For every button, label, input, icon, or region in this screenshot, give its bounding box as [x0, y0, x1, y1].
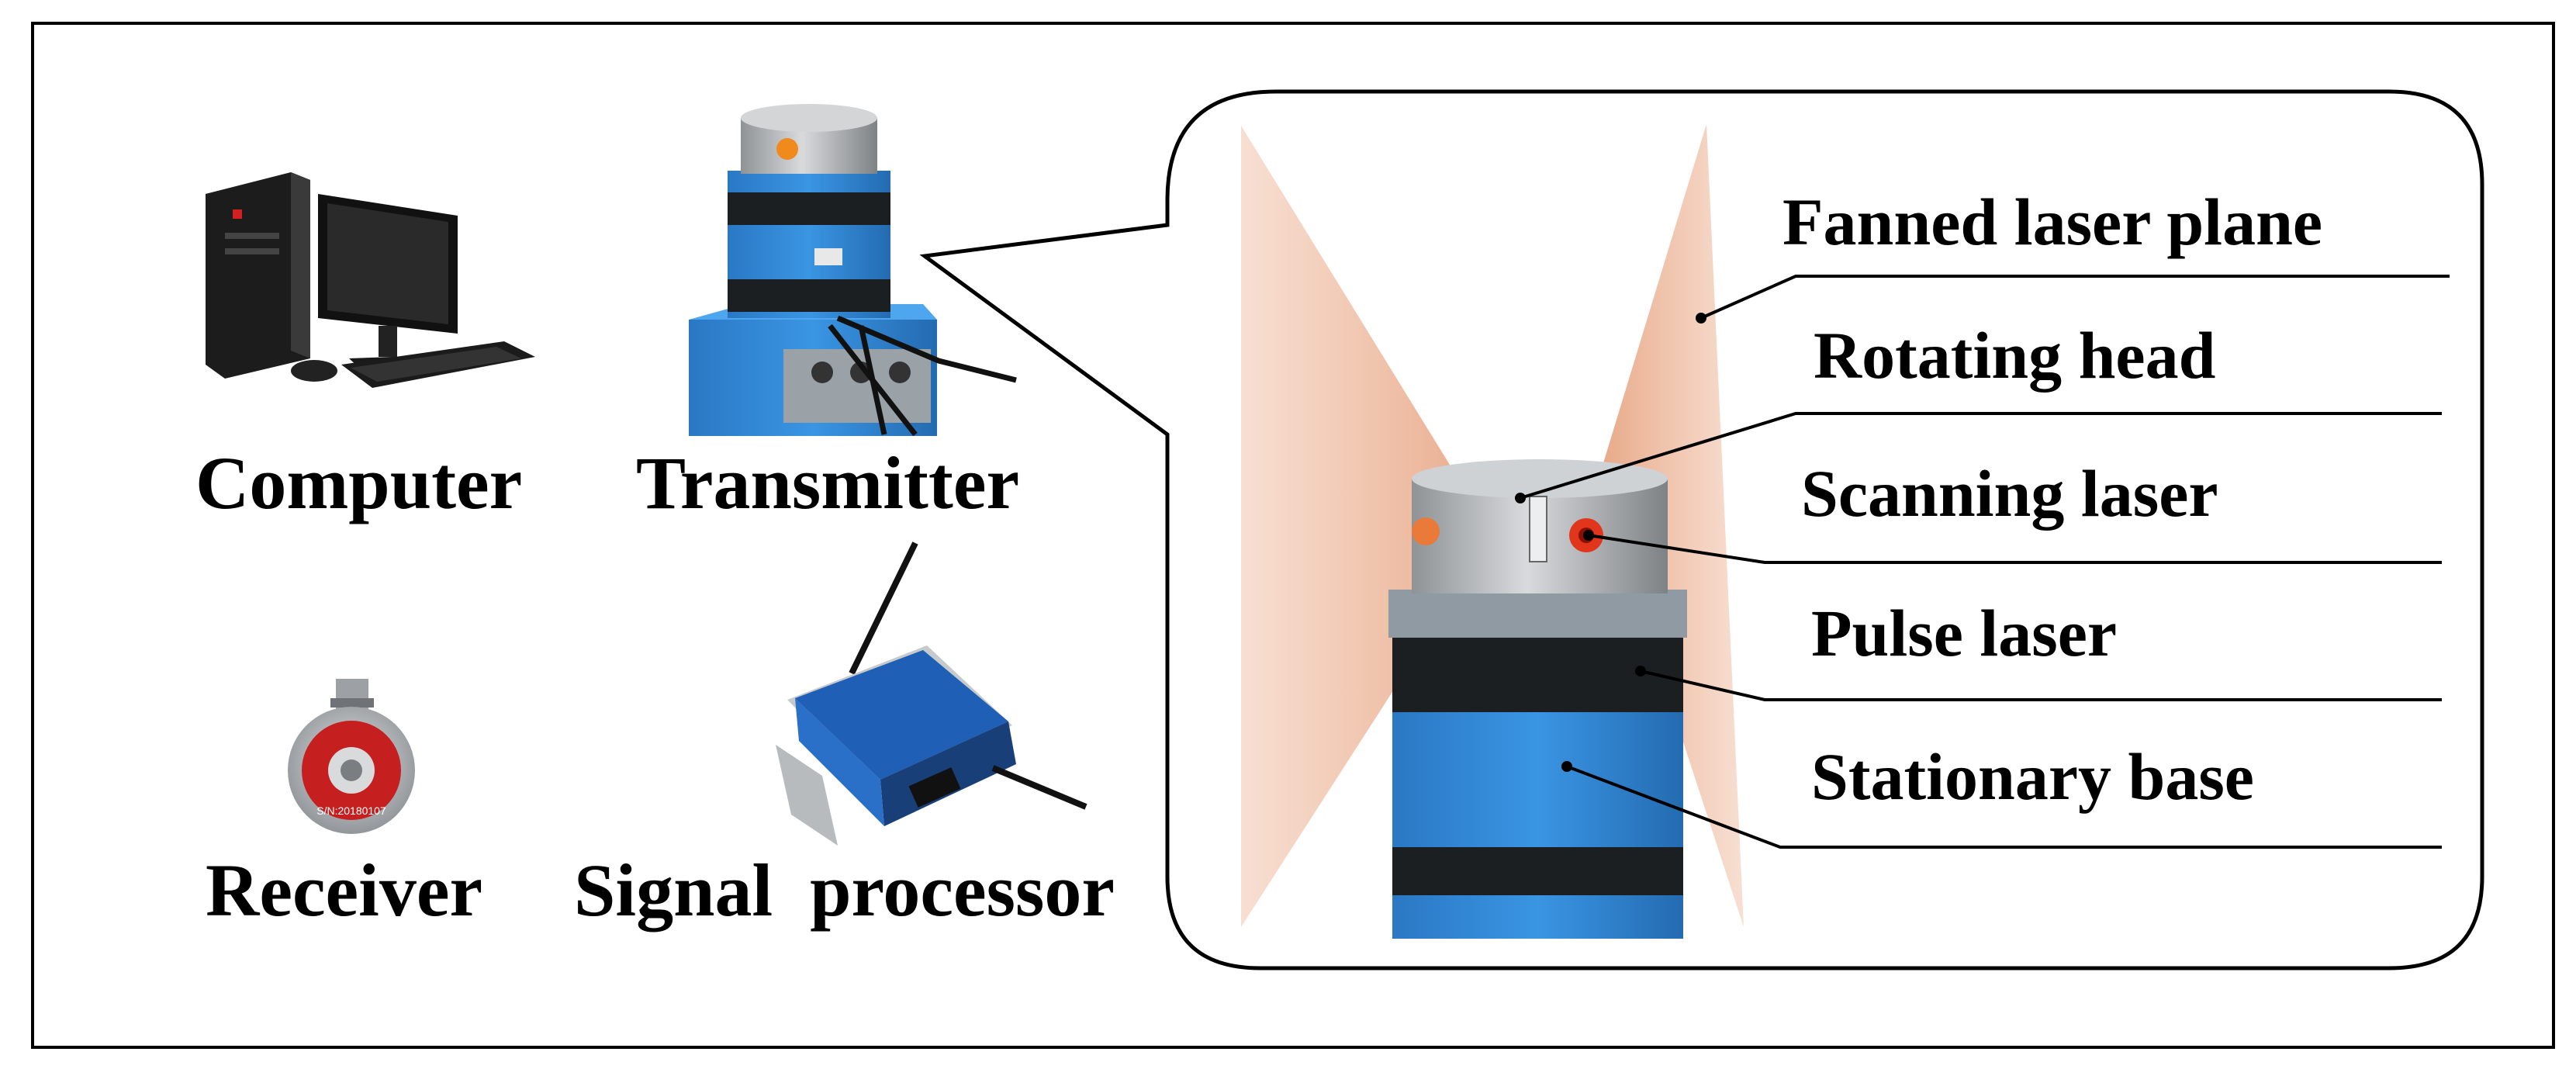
label-transmitter: Transmitter [636, 441, 1019, 524]
label-fanned-laser-plane: Fanned laser plane [1782, 185, 2322, 259]
laser-fan-right [1598, 124, 1744, 927]
label-stationary-base: Stationary base [1811, 739, 2254, 814]
signal-processor-illustration [776, 541, 1087, 846]
laser-fan-left [1241, 126, 1493, 927]
leader-lines [1520, 275, 2450, 849]
label-pulse-laser: Pulse laser [1811, 596, 2117, 670]
transmitter-illustration [689, 104, 1017, 437]
label-receiver: Receiver [206, 849, 482, 932]
computer-illustration [206, 172, 535, 388]
label-scanning-laser: Scanning laser [1801, 456, 2218, 531]
transmitter-closeup [1388, 459, 1687, 939]
receiver-engraving: S/N:20180107 [316, 804, 386, 817]
label-rotating-head: Rotating head [1814, 318, 2215, 393]
label-computer: Computer [195, 441, 522, 524]
receiver-illustration [288, 679, 415, 834]
label-signal-processor: Signal processor [574, 849, 1115, 932]
